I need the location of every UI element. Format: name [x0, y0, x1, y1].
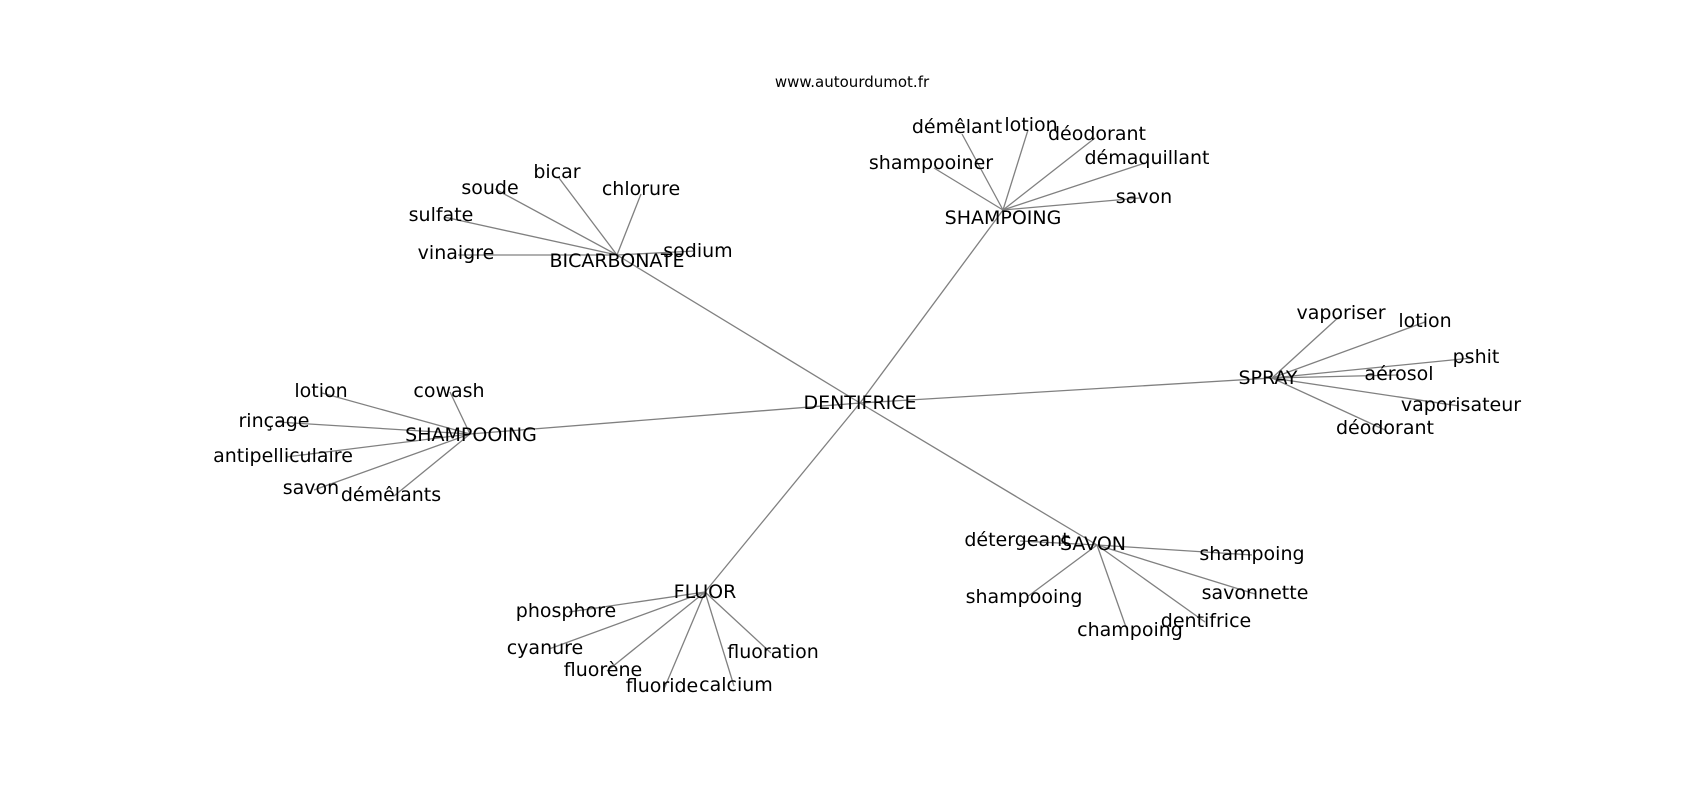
leaf-node-shampoing-3: shampooiner: [869, 152, 993, 174]
edge-center-to-bicarbonate: [616, 254, 861, 404]
edge-shampooing-leaf-4: [313, 433, 471, 491]
edge-spray-leaf-5: [1271, 377, 1386, 431]
edge-bicarbonate-leaf-5: [616, 250, 696, 256]
edge-spray-leaf-1: [1271, 321, 1426, 379]
hub-node-shampooing: SHAMPOOING: [405, 424, 537, 446]
edge-shampoing-leaf-4: [1002, 162, 1146, 211]
leaf-node-savon-2: shampooing: [966, 586, 1083, 608]
leaf-node-fluor-2: fluorène: [564, 659, 642, 681]
center-node-label: DENTIFRICE: [803, 392, 916, 414]
edge-savon-leaf-0: [1019, 540, 1098, 546]
leaf-node-spray-3: aérosol: [1364, 363, 1433, 385]
edge-savon-leaf-3: [1096, 544, 1256, 595]
edge-shampoing-leaf-1: [1002, 129, 1029, 211]
edge-savon-leaf-4: [1096, 544, 1206, 623]
hub-node-savon: SAVON: [1060, 533, 1126, 555]
hub-node-bicarbonate: BICARBONATE: [549, 250, 684, 272]
leaf-node-fluor-3: fluoride: [626, 675, 698, 697]
edge-spray-leaf-3: [1271, 374, 1400, 379]
edge-fluor-leaf-4: [704, 591, 735, 687]
edge-spray-leaf-4: [1271, 377, 1460, 407]
leaf-node-shampoing-5: savon: [1116, 186, 1172, 208]
leaf-node-spray-0: vaporiser: [1296, 302, 1385, 324]
leaf-node-fluor-1: cyanure: [507, 637, 584, 659]
leaf-node-shampoing-1: lotion: [1004, 114, 1057, 136]
edge-fluor-leaf-2: [606, 591, 706, 672]
leaf-node-shampooing-0: lotion: [294, 380, 347, 402]
edge-center-to-shampooing: [469, 402, 861, 435]
leaf-node-fluor-5: fluoration: [727, 641, 818, 663]
leaf-node-shampoing-4: démaquillant: [1085, 147, 1210, 169]
leaf-node-fluor-0: phosphore: [516, 600, 616, 622]
edge-shampooing-leaf-3: [285, 433, 471, 458]
leaf-node-shampooing-4: savon: [283, 477, 339, 499]
leaf-node-bicarbonate-1: soude: [461, 177, 518, 199]
leaf-node-shampoing-2: déodorant: [1048, 123, 1146, 145]
leaf-node-savon-0: détergeant: [964, 529, 1069, 551]
edge-fluor-leaf-3: [663, 591, 706, 690]
leaf-node-bicarbonate-3: sulfate: [409, 204, 474, 226]
leaf-node-shampoing-0: démêlant: [912, 116, 1002, 138]
leaf-node-savon-3: savonnette: [1202, 582, 1309, 604]
leaf-node-savon-1: shampoing: [1199, 543, 1304, 565]
leaf-node-bicarbonate-4: vinaigre: [418, 242, 495, 264]
edge-fluor-leaf-1: [548, 591, 706, 650]
edge-shampooing-leaf-0: [321, 392, 471, 435]
edge-shampoing-leaf-2: [1002, 137, 1096, 211]
edge-bicarbonate-leaf-3: [443, 216, 618, 256]
edge-savon-leaf-2: [1026, 544, 1098, 598]
edge-center-to-savon: [859, 402, 1098, 546]
leaf-node-savon-5: champoing: [1077, 619, 1183, 641]
leaf-node-shampooing-2: rinçage: [239, 410, 310, 432]
edge-bicarbonate-leaf-1: [494, 188, 618, 256]
edge-fluor-leaf-0: [568, 591, 706, 613]
leaf-node-spray-2: pshit: [1453, 346, 1500, 368]
leaf-node-spray-5: déodorant: [1336, 417, 1434, 439]
leaf-node-shampooing-3: antipelliculaire: [213, 445, 353, 467]
edge-bicarbonate-leaf-0: [558, 177, 618, 256]
edge-center-to-shampoing: [859, 209, 1004, 404]
leaf-node-fluor-4: calcium: [699, 674, 773, 696]
hub-node-spray: SPRAY: [1238, 367, 1297, 389]
edge-center-to-spray: [859, 377, 1273, 404]
leaf-node-spray-1: lotion: [1398, 310, 1451, 332]
edge-bicarbonate-leaf-2: [616, 193, 642, 256]
leaf-node-bicarbonate-5: sodium: [663, 240, 732, 262]
leaf-node-shampooing-1: cowash: [413, 380, 484, 402]
edges-layer: [276, 129, 1473, 690]
hub-node-shampoing: SHAMPOING: [945, 207, 1062, 229]
site-watermark: www.autourdumot.fr: [775, 73, 930, 91]
edge-savon-leaf-1: [1096, 544, 1253, 556]
edge-spray-leaf-2: [1271, 357, 1473, 379]
edge-spray-leaf-0: [1271, 314, 1342, 379]
edge-savon-leaf-5: [1096, 544, 1128, 631]
labels-layer: www.autourdumot.fr DENTIFRICE SHAMPOING dé…: [213, 73, 1521, 697]
leaf-node-shampooing-5: démêlants: [341, 484, 441, 506]
leaf-node-bicarbonate-0: bicar: [533, 161, 580, 183]
leaf-node-bicarbonate-2: chlorure: [602, 178, 680, 200]
edge-fluor-leaf-5: [704, 591, 772, 654]
edge-shampooing-leaf-5: [393, 433, 471, 497]
leaf-node-spray-4: vaporisateur: [1401, 394, 1521, 416]
edge-center-to-fluor: [704, 402, 861, 593]
edge-shampoing-leaf-0: [961, 133, 1004, 211]
hub-node-fluor: FLUOR: [674, 581, 737, 603]
edge-shampooing-leaf-2: [276, 421, 471, 435]
edge-shampooing-leaf-1: [449, 391, 471, 435]
edge-shampoing-leaf-3: [933, 167, 1004, 211]
edge-shampoing-leaf-5: [1002, 197, 1141, 211]
leaf-node-savon-4: dentifrice: [1161, 610, 1251, 632]
